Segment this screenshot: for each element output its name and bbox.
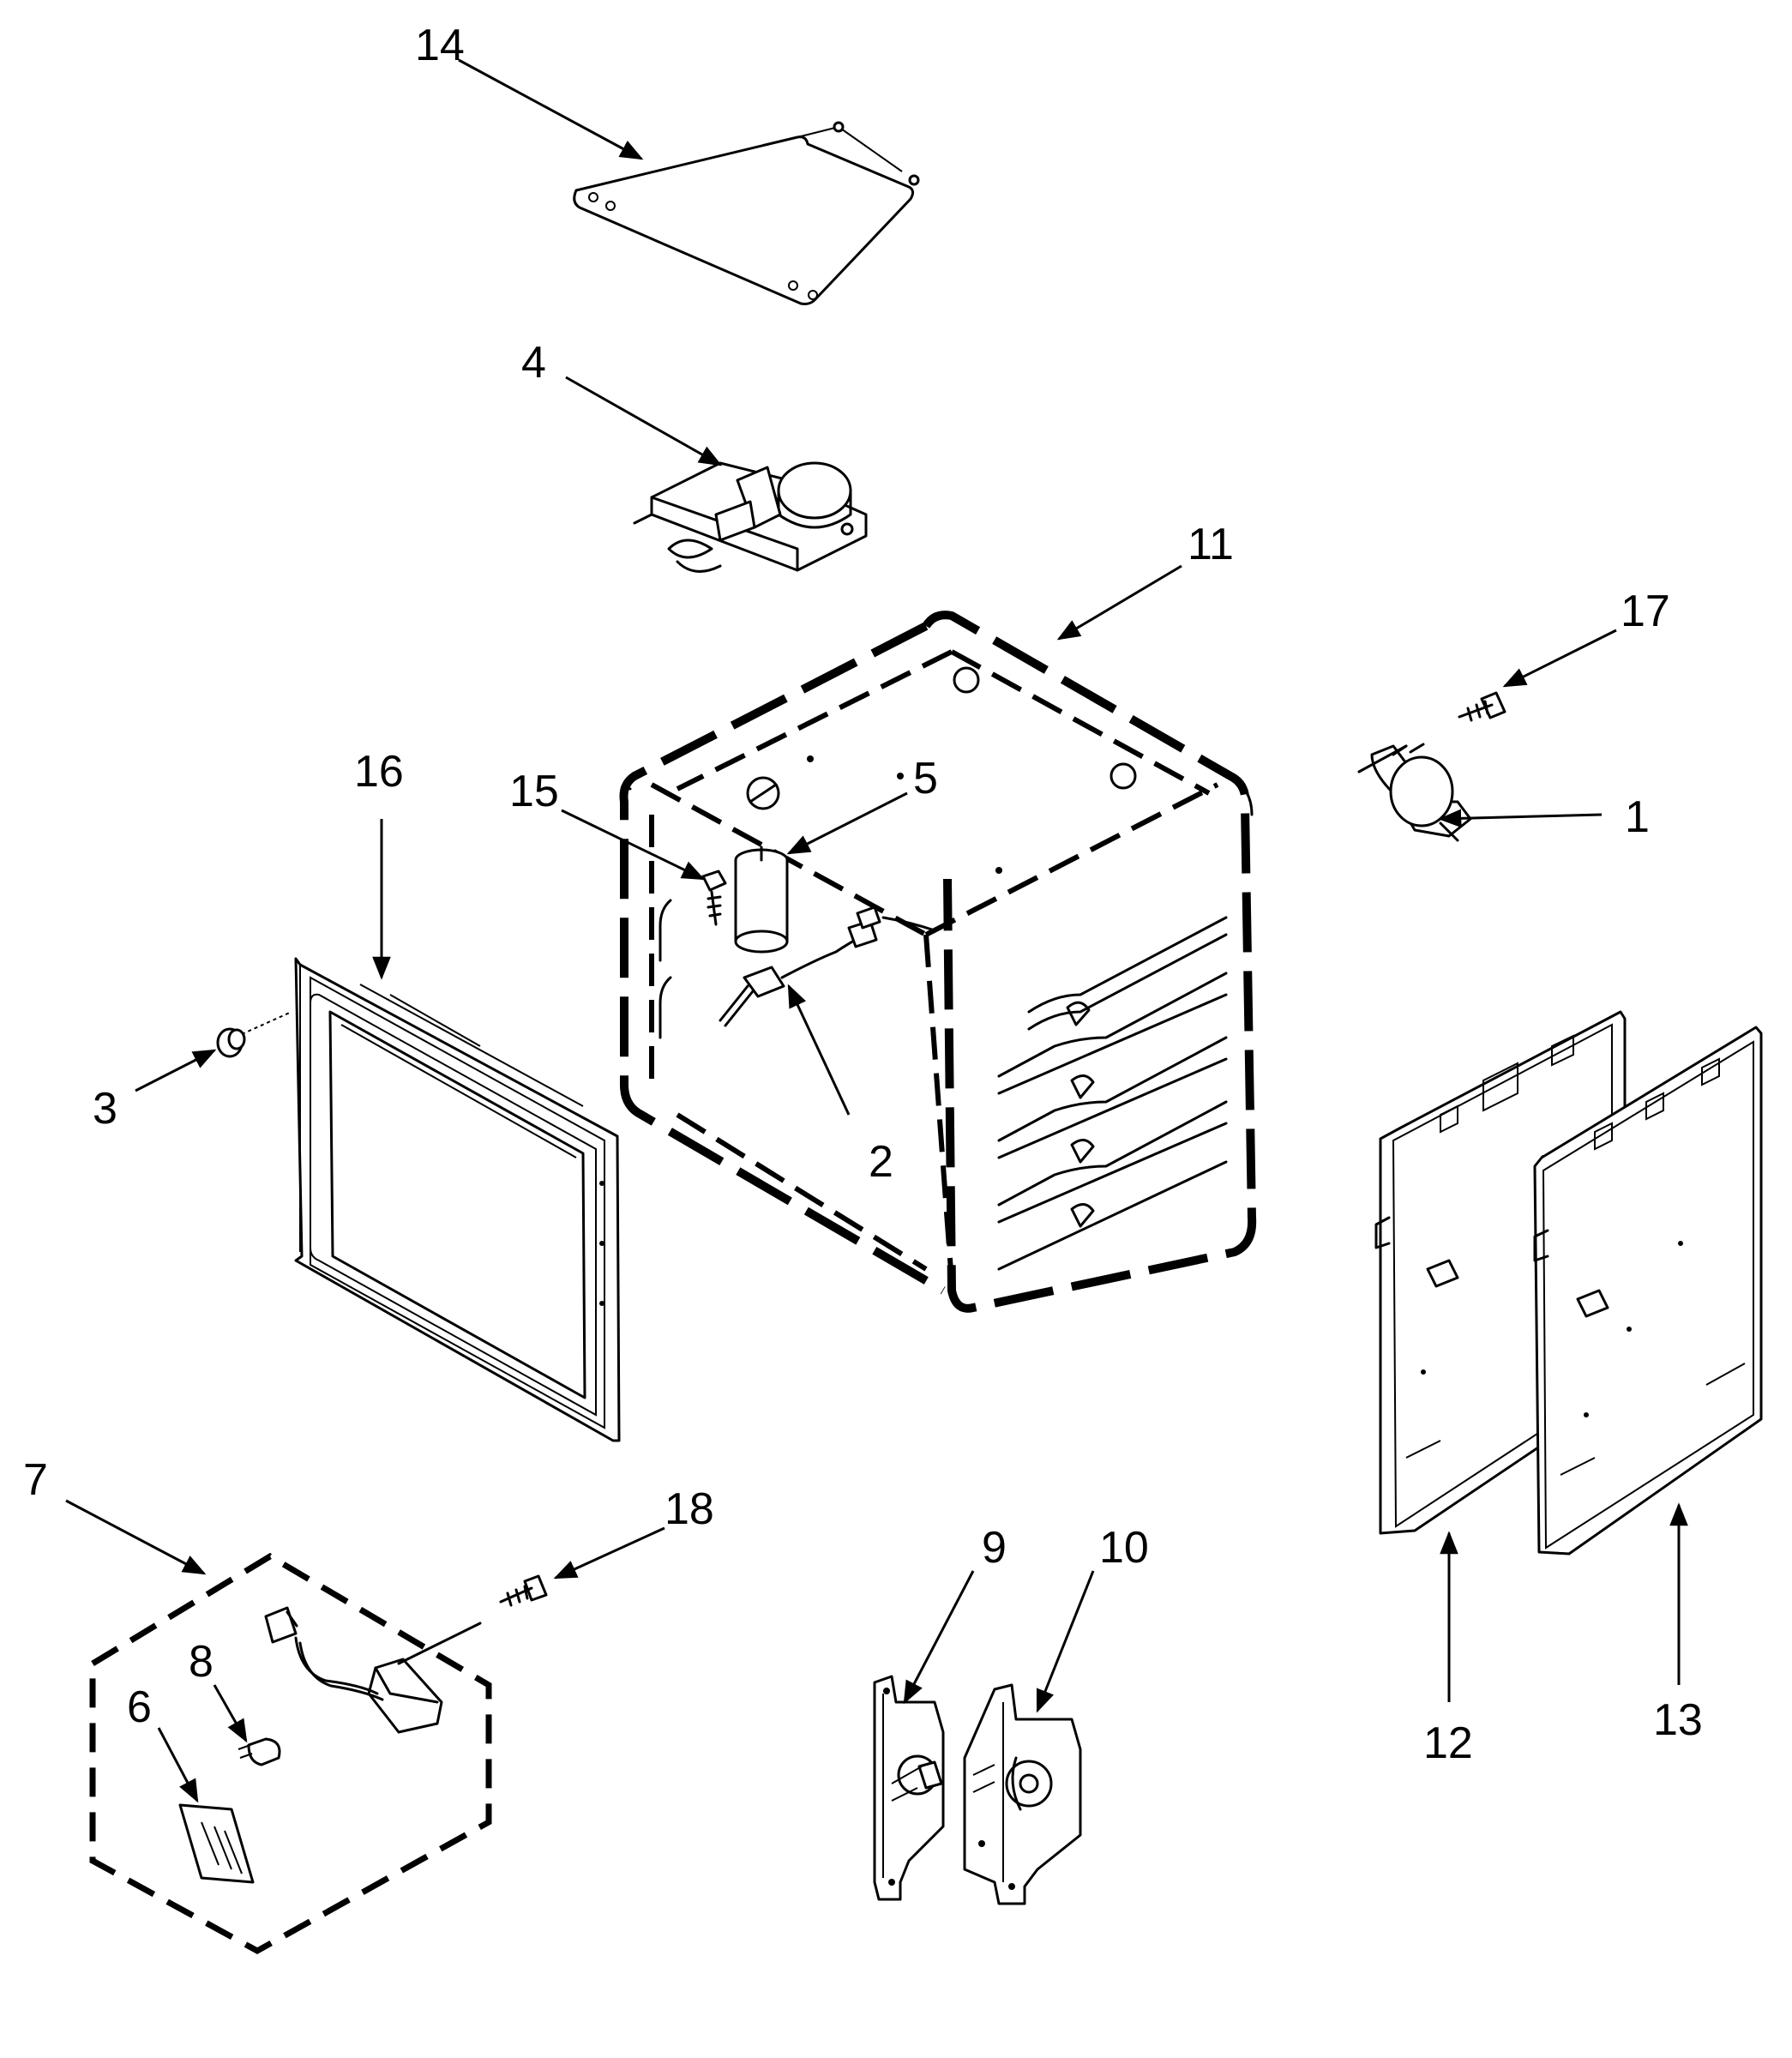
callout-5: 5	[913, 754, 938, 803]
callout-16: 16	[354, 747, 404, 797]
part-10-door-hinge	[963, 1683, 1082, 1905]
callout-10: 10	[1099, 1523, 1149, 1573]
part-8-light-bulb	[238, 1737, 281, 1766]
callout-9: 9	[982, 1523, 1007, 1573]
callout-15: 15	[509, 767, 559, 816]
part-7-light-kit	[89, 1552, 492, 1954]
part-17-screw	[1458, 691, 1506, 722]
part-2-oven-sensor-probe	[719, 906, 936, 1027]
callout-6: 6	[127, 1682, 152, 1732]
part-3-nut	[216, 1011, 292, 1058]
part-13-side-panel	[1533, 1026, 1763, 1556]
callout-2: 2	[869, 1137, 893, 1187]
callout-13: 13	[1653, 1695, 1703, 1745]
callout-11: 11	[1188, 520, 1234, 569]
part-1-thermal-switch	[1357, 743, 1472, 842]
part-15-screw	[701, 870, 727, 926]
callout-12: 12	[1423, 1718, 1473, 1768]
callout-17: 17	[1621, 587, 1670, 636]
callout-8: 8	[189, 1637, 213, 1687]
callout-18: 18	[664, 1484, 714, 1534]
part-11-oven-cavity	[619, 611, 1257, 1313]
callout-7: 7	[23, 1455, 48, 1505]
callout-14: 14	[415, 21, 465, 70]
callout-1: 1	[1625, 792, 1650, 842]
callout-3: 3	[93, 1084, 117, 1134]
part-9-door-hinge	[873, 1675, 945, 1901]
callout-4: 4	[521, 338, 546, 388]
callout-labels: 14 4 11 17 1 5 15 2 16 3 7 18 6 8 9 10 1…	[23, 21, 1703, 1768]
part-4-door-lock-assembly	[633, 461, 868, 573]
part-18-screw	[499, 1574, 548, 1607]
part-6-light-lens	[178, 1803, 255, 1884]
callout-arrows	[65, 58, 1688, 1803]
part-14-top-plate	[573, 121, 920, 305]
part-5-temperature-sensor	[734, 845, 789, 954]
part-16-oven-frame-panel	[294, 957, 621, 1442]
